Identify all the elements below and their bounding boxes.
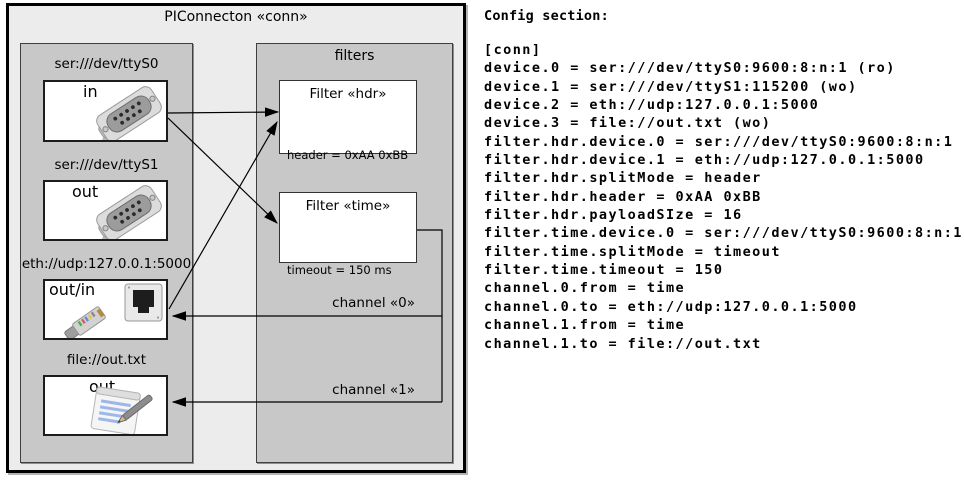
config-line: filter.hdr.device.0 = ser:///dev/ttyS0:9… [484,133,954,150]
config-line: channel.0.to = eth://udp:127.0.0.1:5000 [484,298,858,315]
config-line: channel.1.to = file://out.txt [484,335,762,352]
device-label-ttys0: ser:///dev/ttyS0 [54,56,159,72]
config-line: filter.time.splitMode = timeout [484,243,781,260]
config-line: [conn] [484,42,542,58]
config-section-header: Config section: [484,8,609,24]
device-label-eth: eth://udp:127.0.0.1:5000 [21,256,192,272]
diagram-title: PIConnecton «conn» [164,9,308,25]
serial-connector-icon [96,185,162,239]
file-icon [90,386,153,434]
filter-property: timeout = 150 ms [287,263,392,277]
device-role-label: out [72,182,99,201]
filter-hdr-title: Filter «hdr» [309,86,387,102]
filter-property: header = 0xAA 0xBB [287,148,409,162]
config-line: device.1 = ser:///dev/ttyS1:115200 (wo) [484,78,858,95]
config-line: filter.hdr.payloadSIze = 16 [484,207,743,224]
channel-0-label: channel «0» [332,295,415,311]
device-role-label: out/in [49,280,96,299]
config-line: channel.1.from = time [484,317,686,334]
config-line: device.2 = eth://udp:127.0.0.1:5000 [484,97,820,114]
config-line: filter.hdr.splitMode = header [484,170,762,187]
config-line: filter.time.device.0 = ser:///dev/ttyS0:… [484,225,963,242]
channel-1-label: channel «1» [332,382,415,398]
device-label-ttys1: ser:///dev/ttyS1 [54,157,159,173]
device-label-file: file://out.txt [66,352,147,368]
filter-time-properties: timeout = 150 ms [287,229,392,312]
config-line: device.3 = file://out.txt (wo) [484,115,772,132]
ethernet-icon [63,283,163,338]
filters-panel-title: filters [334,48,375,64]
config-line: filter.hdr.device.1 = eth://udp:127.0.0.… [484,152,925,169]
config-line: filter.hdr.header = 0xAA 0xBB [484,188,762,205]
device-box-file: out [43,375,168,436]
device-box-eth: out/in [43,279,168,340]
filter-hdr-box: Filter «hdr» header = 0xAA 0xBB payloadS… [279,80,417,212]
device-role-label: in [83,82,98,101]
device-box-ttys1: out [43,180,168,241]
config-section: Config section: [conn] device.0 = ser://… [484,8,963,353]
config-line: channel.0.from = time [484,280,686,297]
filter-time-title: Filter «time» [305,198,391,214]
config-line: device.0 = ser:///dev/ttyS0:9600:8:n:1 (… [484,60,896,77]
serial-connector-icon [96,86,162,140]
filter-time-box: Filter «time» timeout = 150 ms [279,192,417,277]
device-box-ttys0: in [43,80,168,142]
config-line: filter.time.timeout = 150 [484,262,724,279]
